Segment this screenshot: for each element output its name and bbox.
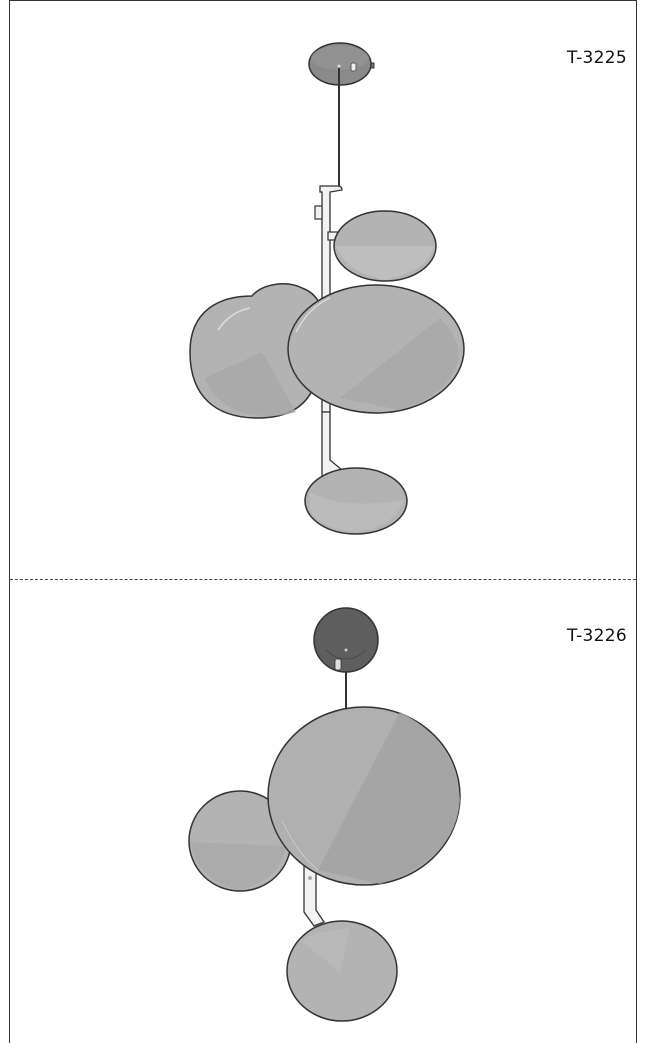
shade-disc-bottom-1: [304, 467, 408, 535]
shade-disc-right-1: [287, 284, 465, 414]
section-divider: [10, 579, 636, 580]
shade-disc-bottom-2: [286, 920, 398, 1022]
lamp-illustration-1: [189, 42, 465, 535]
frame-right-border: [636, 0, 637, 1043]
ceiling-canopy-2: [313, 607, 379, 673]
lower-stem-1: [321, 411, 343, 477]
model-label-2: T-3226: [567, 626, 628, 646]
frame-left-border: [9, 0, 10, 1043]
shade-disc-left-1: [189, 283, 325, 419]
frame-top-border: [9, 0, 637, 1]
shade-disc-upper-1: [333, 210, 437, 282]
shade-disc-large-2: [267, 706, 461, 886]
ceiling-canopy-1: [308, 42, 375, 86]
model-label-1: T-3225: [567, 48, 628, 68]
lamp-illustration-2: [188, 607, 461, 1022]
